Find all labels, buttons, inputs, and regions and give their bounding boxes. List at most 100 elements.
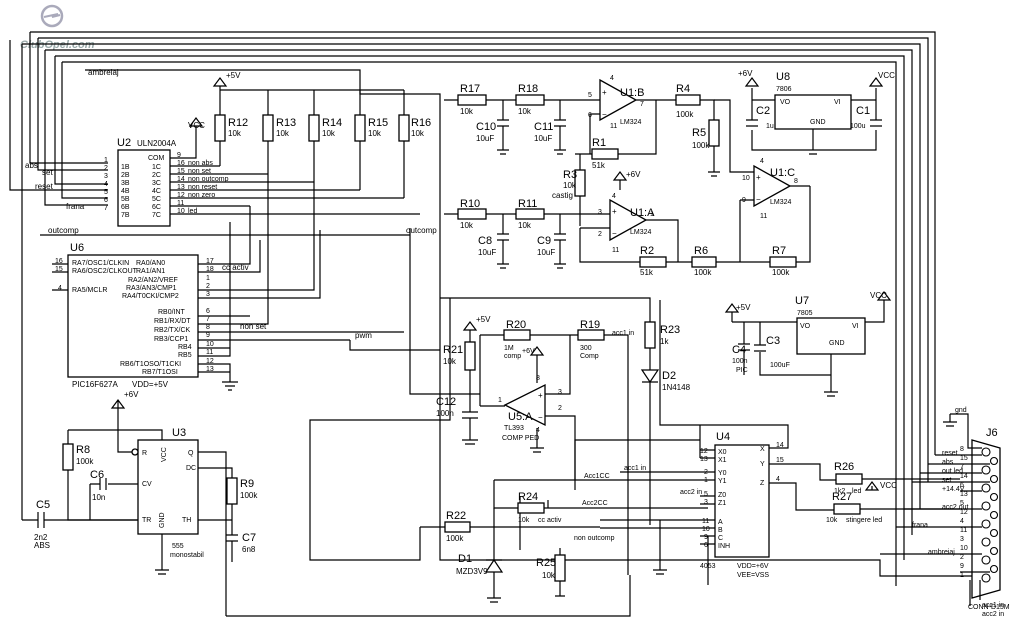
svg-text:11: 11: [610, 123, 617, 130]
svg-text:cc activ: cc activ: [222, 263, 249, 272]
svg-text:+: +: [756, 173, 761, 182]
svg-text:R18: R18: [518, 83, 538, 95]
u2-ref: U2: [117, 137, 131, 149]
svg-text:Z: Z: [760, 480, 765, 487]
svg-text:+: +: [602, 88, 607, 97]
net-ambreiaj: ambreiaj: [88, 68, 119, 77]
svg-text:1B: 1B: [121, 164, 130, 171]
c5-abs: C5 2n2 ABS: [22, 499, 62, 550]
svg-text:4C: 4C: [152, 188, 161, 195]
svg-text:VCC: VCC: [161, 447, 168, 462]
svg-text:RB7/T1OSI: RB7/T1OSI: [142, 369, 178, 376]
svg-text:PIC16F627A: PIC16F627A: [72, 380, 118, 389]
svg-text:6: 6: [104, 197, 108, 204]
svg-text:GND: GND: [159, 512, 166, 528]
connector-j6: J6 CONN-D15M gnd 8 15 7 14 6 13 5 12 4 1…: [880, 407, 1010, 618]
svg-text:1: 1: [960, 572, 964, 579]
svg-text:2: 2: [104, 165, 108, 172]
svg-text:10n: 10n: [92, 493, 105, 502]
svg-text:5: 5: [960, 500, 964, 507]
svg-text:acc2 in: acc2 in: [982, 611, 1004, 618]
watermark-logo: ClubOpel.com: [20, 4, 95, 51]
svg-text:C6: C6: [90, 469, 104, 481]
svg-text:1: 1: [104, 157, 108, 164]
svg-text:monostabil: monostabil: [170, 552, 204, 559]
svg-text:non outcomp: non outcomp: [574, 535, 615, 542]
svg-text:7: 7: [206, 316, 210, 323]
svg-text:RB5: RB5: [178, 352, 192, 359]
svg-text:10k: 10k: [228, 129, 242, 138]
svg-text:15: 15: [55, 266, 63, 273]
svg-text:6C: 6C: [152, 204, 161, 211]
svg-text:100uF: 100uF: [770, 362, 790, 369]
net-frana: frana: [66, 202, 85, 211]
svg-text:+14.4V: +14.4V: [942, 486, 965, 493]
svg-text:INH: INH: [718, 543, 730, 550]
svg-text:+5V: +5V: [476, 315, 491, 324]
svg-text:2C: 2C: [152, 172, 161, 179]
svg-text:R14: R14: [322, 117, 342, 129]
svg-text:RB2/TX/CK: RB2/TX/CK: [154, 327, 191, 334]
svg-text:RA3/AN3/CMP1: RA3/AN3/CMP1: [126, 285, 177, 292]
svg-text:11: 11: [702, 518, 709, 525]
svg-text:2: 2: [960, 554, 964, 561]
svg-text:100k: 100k: [446, 534, 464, 543]
svg-text:16: 16: [177, 160, 185, 167]
svg-text:16: 16: [55, 258, 63, 265]
svg-text:12: 12: [206, 358, 214, 365]
svg-text:RA4/T0CKI/CMP2: RA4/T0CKI/CMP2: [122, 293, 179, 300]
svg-text:R27: R27: [832, 491, 852, 503]
svg-text:11: 11: [760, 213, 767, 220]
svg-text:COM: COM: [148, 155, 165, 162]
svg-text:RA6/OSC2/CLKOUT: RA6/OSC2/CLKOUT: [72, 268, 138, 275]
svg-text:RA7/OSC1/CLKIN: RA7/OSC1/CLKIN: [72, 260, 129, 267]
svg-text:acc2 in: acc2 in: [680, 489, 702, 496]
svg-text:4: 4: [58, 285, 62, 292]
svg-text:11: 11: [612, 247, 619, 254]
svg-text:C5: C5: [36, 499, 50, 511]
svg-text:18: 18: [206, 266, 214, 273]
svg-text:−: −: [538, 413, 543, 422]
svg-text:LM324: LM324: [770, 199, 792, 206]
svg-text:15: 15: [960, 455, 968, 462]
svg-text:reset: reset: [942, 450, 958, 457]
svg-text:LM324: LM324: [620, 119, 642, 126]
svg-text:VDD=+5V: VDD=+5V: [132, 380, 169, 389]
watermark-text: ClubOpel.com: [20, 39, 95, 51]
svg-text:10uF: 10uF: [534, 134, 552, 143]
svg-text:7805: 7805: [797, 310, 813, 317]
svg-text:7C: 7C: [152, 212, 161, 219]
svg-text:frana: frana: [912, 522, 928, 529]
svg-text:5C: 5C: [152, 196, 161, 203]
svg-text:outcomp: outcomp: [48, 226, 79, 235]
u2-name: ULN2004A: [137, 139, 177, 148]
svg-text:6: 6: [960, 482, 964, 489]
svg-text:7B: 7B: [121, 212, 130, 219]
svg-text:3: 3: [704, 499, 708, 506]
svg-text:led: led: [852, 488, 861, 495]
svg-text:10k: 10k: [518, 107, 532, 116]
svg-text:non set: non set: [188, 168, 211, 175]
svg-text:555: 555: [172, 543, 184, 550]
svg-text:51k: 51k: [640, 268, 654, 277]
svg-text:+6V: +6V: [738, 69, 753, 78]
svg-text:2: 2: [598, 231, 602, 238]
svg-text:15: 15: [776, 457, 784, 464]
svg-text:10k: 10k: [563, 181, 577, 190]
svg-text:stingere led: stingere led: [846, 517, 882, 524]
svg-text:4: 4: [776, 476, 780, 483]
r26-r27: R26 1k2 led R27 10k stingere led VCC: [826, 461, 960, 524]
svg-text:4: 4: [610, 75, 614, 82]
svg-text:R11: R11: [518, 198, 537, 210]
svg-text:6: 6: [704, 542, 708, 549]
outcomp-wires: outcomp outcomp: [40, 226, 480, 395]
svg-text:13: 13: [960, 491, 968, 498]
svg-text:300: 300: [580, 345, 592, 352]
svg-text:X1: X1: [718, 457, 727, 464]
